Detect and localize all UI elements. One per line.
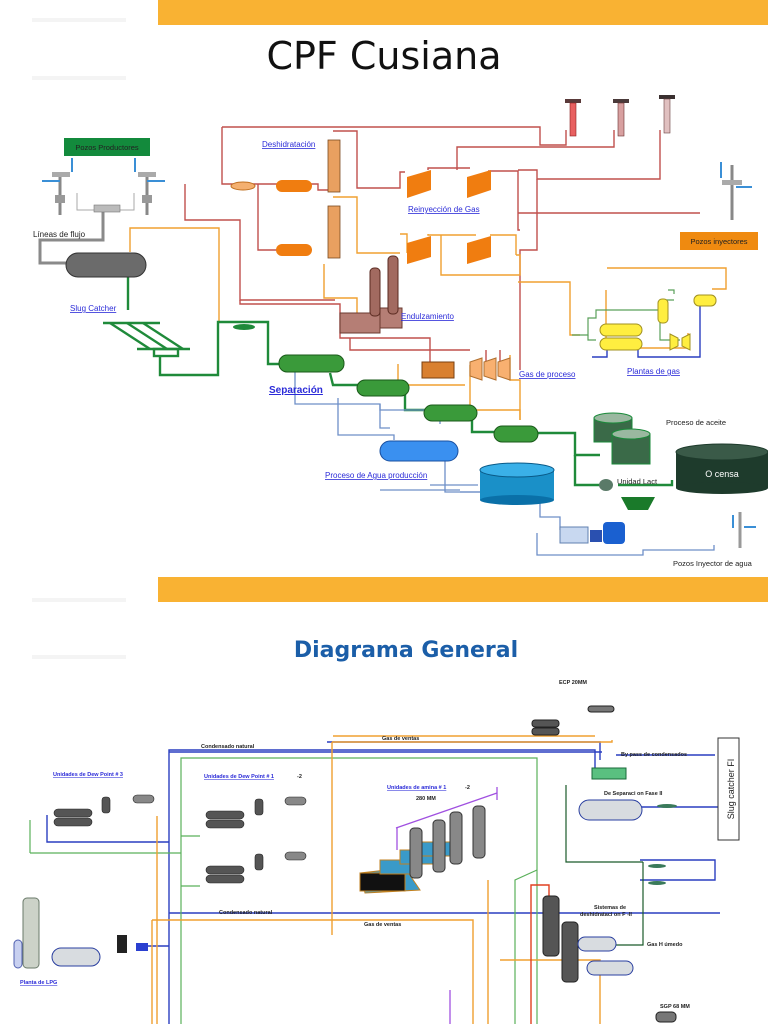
dehydration-vessel-2 [276, 244, 312, 256]
slide-banner [158, 577, 768, 602]
cooler-icon [648, 864, 666, 868]
dehydration-column-2 [327, 205, 341, 259]
pozos-inyector-agua-label: Pozos Inyector de agua [673, 559, 753, 568]
condensado-natural-top-label: Condensado natural [201, 744, 255, 750]
sgp-unit [655, 1011, 677, 1023]
bypass-unit [591, 767, 627, 780]
process-gas-compressor [421, 357, 511, 381]
decorative-bar [32, 76, 126, 80]
sistemas-deshidratacion-label-1: Sistemas de [594, 905, 626, 911]
unidad-lact-label: Unidad Lact [617, 477, 658, 486]
plantas-gas-link[interactable]: Plantas de gas [627, 367, 680, 376]
amina-suffix: -2 [465, 785, 470, 791]
dew-point-3-link[interactable]: Unidades de Dew Point # 3 [53, 772, 123, 778]
water-injection-pump [559, 522, 625, 544]
process-diagram-cpf: Pozos Productores Líneas de flujo Slug C… [33, 95, 768, 568]
separators [278, 354, 539, 443]
bypass-label: By pass de condensados [621, 752, 687, 758]
amina-capacity: 280 MM [416, 796, 436, 802]
lact-unit-icon [621, 497, 655, 510]
ocensa-tank [675, 443, 768, 494]
gas-ventas-top-label: Gas de ventas [382, 736, 419, 742]
production-wellhead-right [134, 158, 165, 215]
lineas-flujo-label: Líneas de flujo [33, 230, 86, 239]
decorative-bar [32, 598, 126, 602]
dew-point-1-suffix: -2 [297, 774, 302, 780]
process-diagram-general: ECP 20MM Condensado natural Gas de venta… [13, 680, 740, 1024]
phase-separator [578, 799, 643, 821]
pozos-inyectores-header [680, 232, 758, 250]
slide-title: Diagrama General [293, 638, 519, 663]
slug-catcher-vessel [65, 252, 147, 278]
reinyeccion-link[interactable]: Reinyección de Gas [408, 205, 480, 214]
condensado-natural-bottom-label: Condensado natural [219, 910, 273, 916]
lact-meter [599, 479, 613, 491]
water-treatment-vessel [379, 440, 459, 462]
pozos-inyectores-label: Pozos inyectores [690, 237, 747, 246]
dehydration-column-1 [327, 139, 341, 193]
separacion-link[interactable]: Separación [269, 385, 323, 396]
red-lines [530, 884, 550, 1024]
ocensa-label: O censa [705, 469, 739, 479]
separacion-fase-label: De Separaci on Fase II [604, 791, 663, 797]
oil-tanks [593, 412, 651, 465]
liquid-pipes [126, 275, 674, 487]
gas-humedo-label: Gas H úmedo [647, 942, 683, 948]
slide-title: CPF Cusiana [266, 34, 502, 78]
dehydration-systems [542, 895, 634, 983]
cooler-icon [657, 804, 677, 808]
sgp-label: SGP 68 MM [660, 1004, 690, 1010]
slug-catcher-link[interactable]: Slug Catcher [70, 304, 117, 313]
slide-banner [158, 0, 768, 25]
cooler-icon [648, 881, 666, 885]
dark-green-lines [565, 785, 644, 946]
endulzamiento-link[interactable]: Endulzamiento [401, 312, 454, 321]
amina-link[interactable]: Unidades de amina # 1 [387, 785, 446, 791]
manifold [93, 204, 121, 213]
proceso-aceite-label: Proceso de aceite [666, 418, 726, 427]
pozos-productores-header [64, 138, 150, 156]
water-pipes [294, 372, 715, 556]
wellhead-lines [76, 193, 135, 211]
process-pipes [129, 196, 727, 420]
gas-ventas-bottom-label: Gas de ventas [364, 922, 401, 928]
sistemas-deshidratacion-label-2: deshidrataci on F -II [580, 912, 632, 918]
sales-gas-lines [151, 735, 613, 1024]
slug-catcher-fi-label: Slug catcher FI [726, 759, 736, 820]
ecp-label: ECP 20MM [559, 680, 587, 686]
dehydration-vessel-1 [276, 180, 312, 192]
slug-catcher-fi-box [717, 737, 740, 841]
flare-stacks [565, 95, 675, 137]
slug-catcher-fingers [103, 321, 190, 358]
decorative-bar [32, 18, 126, 22]
lpg-plant [13, 897, 148, 969]
gas-plant [599, 294, 717, 351]
pozos-productores-label: Pozos Productores [75, 143, 139, 152]
flow-lines [38, 210, 105, 265]
green-lines [29, 757, 538, 1024]
gas-proceso-link[interactable]: Gas de proceso [519, 370, 576, 379]
injection-wellhead [720, 162, 752, 220]
sweetening-unit [339, 255, 403, 334]
deshidratacion-link[interactable]: Deshidratación [262, 140, 315, 149]
ecp-unit [531, 705, 615, 736]
water-tank [479, 462, 555, 505]
heat-exchanger-icon [233, 324, 255, 330]
cooler-icon [230, 181, 256, 191]
production-wellhead-left [42, 158, 73, 215]
dew-point-1-link[interactable]: Unidades de Dew Point # 1 [204, 774, 274, 780]
agua-produccion-link[interactable]: Proceso de Agua producción [325, 471, 427, 480]
decorative-bar [32, 655, 126, 659]
dew-point-units [53, 794, 307, 884]
gas-plant-blue-pipes [592, 300, 701, 358]
slide-cpf-cusiana: CPF Cusiana [32, 0, 768, 568]
slide-diagrama-general: Diagrama General [0, 575, 768, 1024]
amine-units [359, 805, 486, 894]
water-injector-wellhead [732, 512, 756, 548]
reinjection-compressors [407, 170, 491, 264]
planta-lpg-link[interactable]: Planta de LPG [20, 980, 57, 986]
amine-lines [395, 787, 498, 1024]
